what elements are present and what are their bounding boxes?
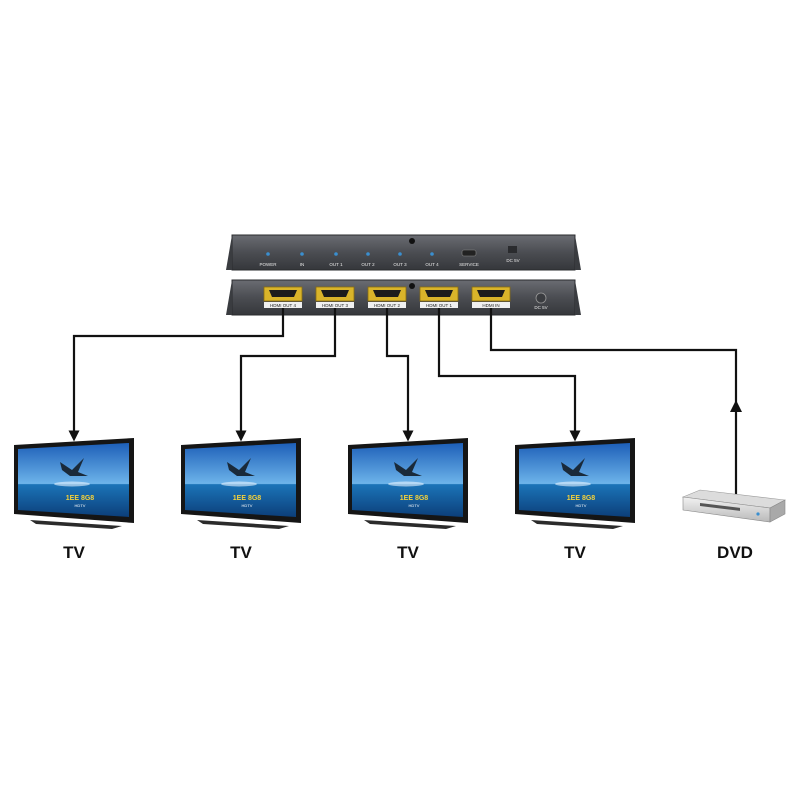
output-cable [437,308,581,442]
screen-title: 1EE 8G8 [66,495,95,502]
hdmi-socket-icon [425,290,453,297]
indicator-label: OUT 1 [329,262,343,267]
input-cable [489,308,738,494]
screen-figure-icon [60,458,88,476]
disc-tray [700,503,740,511]
tv-label: TV [564,543,586,562]
screen-figure-icon [561,458,589,476]
indicator-led-icon [266,252,270,256]
indicator-led-icon [430,252,434,256]
port-label-plate [264,302,302,308]
input-arrow-icon [730,400,742,412]
front-panel: POWER IN OUT 1 OUT 2 OUT 3 OUT 4 SERVICE DC 5… [226,234,581,271]
screen-figure-icon [227,458,255,476]
indicator-led-icon [398,252,402,256]
tv-screen [519,443,630,517]
dc-jack[interactable] [508,246,517,253]
cable-group [68,308,742,494]
tv-screen [185,443,296,517]
power-led-icon [756,512,760,516]
indicator-led-icon [334,252,338,256]
output-cable [235,308,337,442]
rear-panel: HDMI OUT 4 HDMI OUT 3 HDMI OUT 2 HDMI OUT 1… [226,279,581,316]
indicator-led-icon [366,252,370,256]
port-label: HDMI IN [482,303,499,308]
tv-label: TV [63,543,85,562]
tv-stand [364,520,456,529]
tv-screen [18,443,129,517]
indicator-label: OUT 3 [393,262,407,267]
port-group: HDMI OUT 4 HDMI OUT 3 HDMI OUT 2 HDMI OUT 1… [263,286,511,308]
tv-screen [352,443,463,517]
power-jack-icon[interactable] [535,292,547,304]
rear-power-label: DC 5V [534,305,547,310]
hdmi-socket-icon [477,290,505,297]
output-cable [385,308,414,442]
screen-title: 1EE 8G8 [400,495,429,502]
screen-title: 1EE 8G8 [233,495,262,502]
port-label-plate [420,302,458,308]
screen-title: 1EE 8G8 [567,495,596,502]
tv-label: TV [230,543,252,562]
tv-stand [197,520,289,529]
port-label: HDMI OUT 1 [426,303,452,308]
indicator-label: IN [300,262,305,267]
screen-figure-icon [394,458,422,476]
indicator-label: POWER [259,262,277,267]
port-label-plate [316,302,354,308]
indicator-label: OUT 4 [425,262,439,267]
hdmi-socket-icon [321,290,349,297]
screen-subtitle: HDTV [576,503,587,508]
screen-subtitle: HDTV [75,503,86,508]
tv-stand [531,520,623,529]
screen-subtitle: HDTV [242,503,253,508]
service-port[interactable] [461,249,477,257]
indicator-led-icon [300,252,304,256]
screen-subtitle: HDTV [409,503,420,508]
screw-icon [409,238,415,244]
indicator-group: POWER IN OUT 1 OUT 2 OUT 3 OUT 4 [259,252,439,267]
output-cable [68,308,285,442]
port-label: HDMI OUT 4 [270,303,296,308]
dvd-label: DVD [717,543,753,562]
port-label-plate [368,302,406,308]
port-label: HDMI OUT 2 [374,303,400,308]
tv-stand [30,520,122,529]
port-label-plate [472,302,510,308]
front-dc-label: DC 5V [506,258,519,263]
tv-label: TV [397,543,419,562]
service-label: SERVICE [459,262,479,267]
hdmi-socket-icon [373,290,401,297]
dvd-player [681,489,786,523]
hdmi-socket-icon [269,290,297,297]
screw-icon [409,283,415,289]
indicator-label: OUT 2 [361,262,375,267]
port-label: HDMI OUT 3 [322,303,348,308]
